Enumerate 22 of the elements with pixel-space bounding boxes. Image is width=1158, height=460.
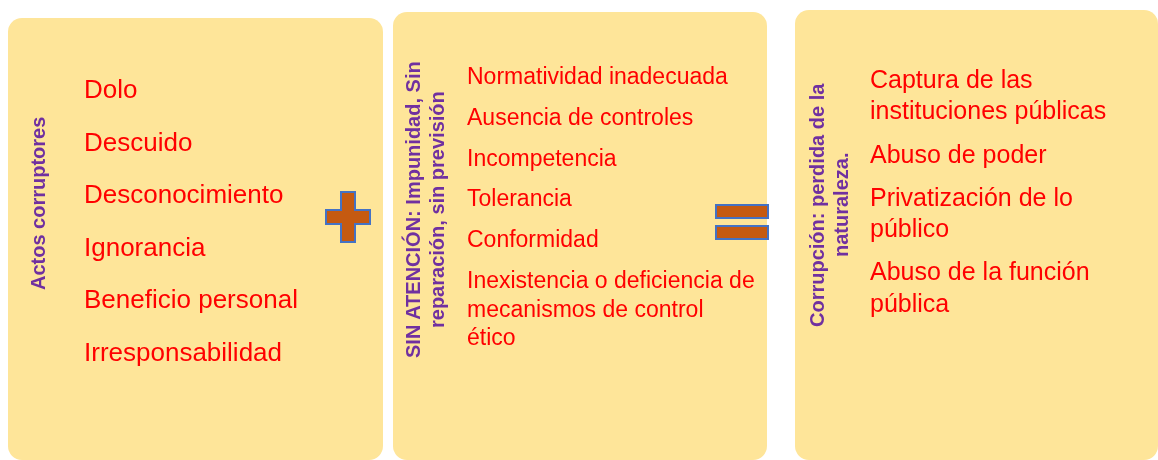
- list-item: Abuso de la función pública: [870, 256, 1091, 319]
- panel: [393, 12, 767, 460]
- panel: [795, 10, 1158, 460]
- panel-heading: SIN ATENCIÓN: Impunidad, Sin reparación, sin previsión: [401, 60, 449, 361]
- list-item: Descuido: [84, 125, 194, 158]
- list-item: Dolo: [84, 73, 139, 106]
- list-item: Captura de las instituciones públicas: [870, 64, 1108, 127]
- list-item: Inexistencia o deficiencia de mecanismos de control ético: [467, 265, 756, 352]
- list-item: Normatividad inadecuada: [467, 62, 729, 91]
- list-item: Incompetencia: [467, 143, 618, 173]
- list-item: Ignorancia: [84, 230, 207, 263]
- list-item: Tolerancia: [467, 184, 573, 213]
- list-item: Desconocimiento: [84, 178, 285, 211]
- list-item: Privatización de lo público: [870, 181, 1074, 244]
- panel: [8, 18, 383, 460]
- list-item: Ausencia de controles: [467, 102, 695, 132]
- list-item: Irresponsabilidad: [84, 335, 283, 368]
- panel-heading: Corrupción: perdida de la naturaleza.: [805, 82, 853, 329]
- list-item: Beneficio personal: [84, 283, 299, 316]
- list-item: Abuso de poder: [870, 138, 1048, 170]
- panel-heading: Actos corruptores: [26, 115, 50, 292]
- list-item: Conformidad: [467, 225, 600, 254]
